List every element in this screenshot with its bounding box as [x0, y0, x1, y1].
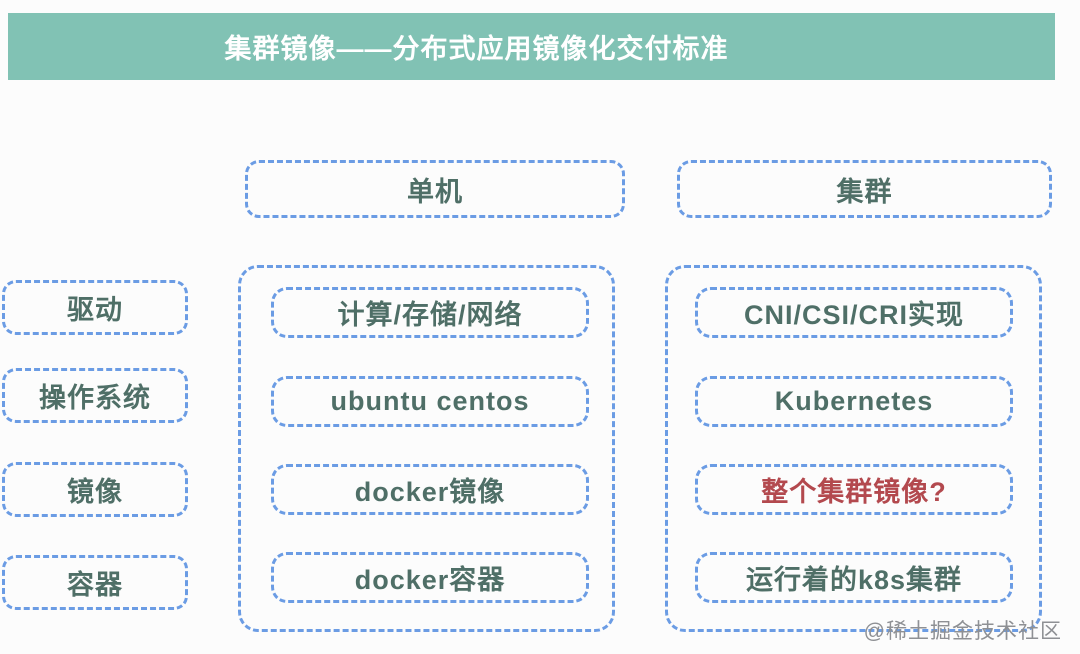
- diagram-title: 集群镜像——分布式应用镜像化交付标准: [224, 34, 729, 64]
- single-compute-storage-network-box: 计算/存储/网络: [271, 287, 589, 338]
- layer-box-container: 容器: [2, 555, 188, 610]
- single-item-label: docker镜像: [354, 477, 506, 507]
- column-header-single-machine-label: 单机: [407, 176, 463, 207]
- single-ubuntu-centos-box: ubuntu centos: [271, 376, 589, 427]
- layer-label: 镜像: [67, 477, 123, 507]
- single-docker-image-box: docker镜像: [271, 464, 589, 515]
- cluster-kubernetes-box: Kubernetes: [695, 376, 1013, 427]
- column-header-cluster-label: 集群: [836, 176, 893, 207]
- layer-label: 容器: [67, 570, 123, 600]
- column-header-cluster: 集群: [677, 160, 1052, 218]
- column-header-single-machine: 单机: [245, 160, 625, 218]
- cluster-item-label: 运行着的k8s集群: [745, 565, 963, 595]
- watermark: @稀土掘金技术社区: [863, 620, 1062, 643]
- layer-label: 驱动: [67, 295, 123, 325]
- single-item-label: 计算/存储/网络: [337, 300, 523, 330]
- cluster-whole-cluster-image-question-box: 整个集群镜像?: [695, 464, 1013, 515]
- layer-label: 操作系统: [39, 383, 151, 413]
- layer-box-image: 镜像: [2, 462, 188, 517]
- layer-box-driver: 驱动: [2, 280, 188, 335]
- cluster-running-k8s-box: 运行着的k8s集群: [695, 552, 1013, 603]
- single-item-label: docker容器: [354, 565, 506, 595]
- layer-box-os: 操作系统: [2, 368, 188, 423]
- cluster-item-label: CNI/CSI/CRI实现: [743, 300, 964, 330]
- title-banner: 集群镜像——分布式应用镜像化交付标准: [8, 13, 1055, 80]
- single-docker-container-box: docker容器: [271, 552, 589, 603]
- group-single-machine: 计算/存储/网络 ubuntu centos docker镜像 docker容器: [238, 265, 615, 632]
- cluster-cni-csi-cri-box: CNI/CSI/CRI实现: [695, 287, 1013, 338]
- cluster-item-label-highlighted: 整个集群镜像?: [761, 477, 947, 507]
- group-cluster: CNI/CSI/CRI实现 Kubernetes 整个集群镜像? 运行着的k8s…: [665, 265, 1042, 632]
- single-item-label: ubuntu centos: [330, 386, 530, 416]
- cluster-item-label: Kubernetes: [774, 386, 934, 416]
